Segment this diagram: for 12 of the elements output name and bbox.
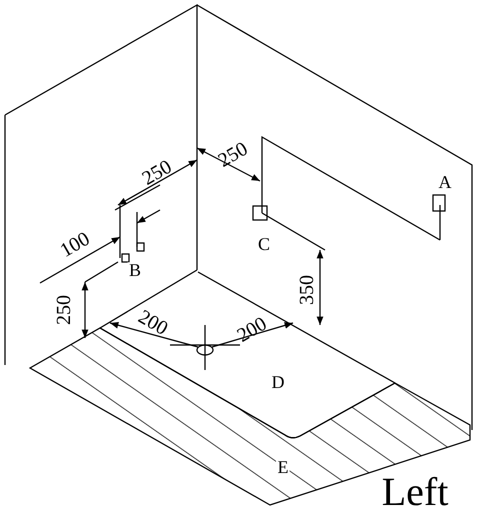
part-label: B (129, 260, 141, 280)
dimension-label: 200 (234, 312, 270, 347)
dimension-label: 250 (214, 138, 252, 172)
part-label: D (272, 372, 284, 392)
dimension-label: 200 (134, 306, 172, 340)
dimension-label: 250 (138, 156, 176, 190)
dimension-label: 350 (296, 275, 318, 305)
dimension-label: 100 (56, 228, 94, 262)
dimension-label: 250 (53, 295, 75, 325)
view-label: Left (382, 469, 448, 514)
part-label: C (258, 234, 270, 254)
part-label: A (438, 172, 452, 192)
